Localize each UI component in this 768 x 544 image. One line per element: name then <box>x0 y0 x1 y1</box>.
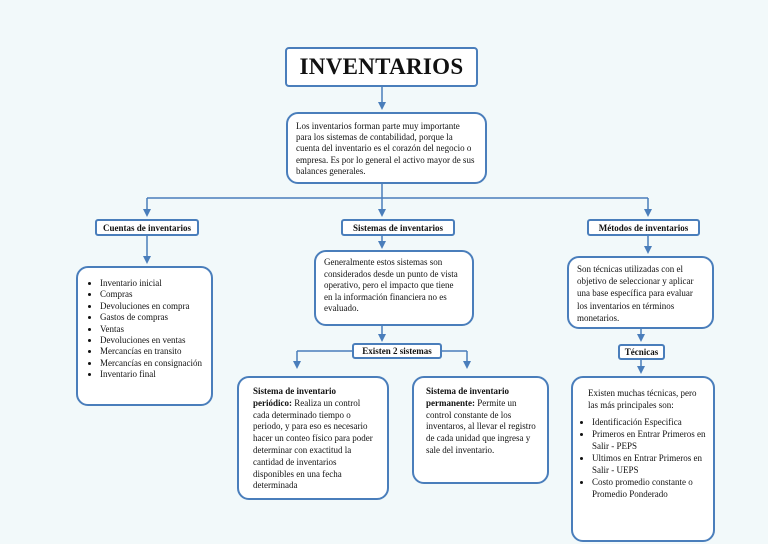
metodos-description: Son técnicas utilizadas con el objetivo … <box>577 264 694 323</box>
list-item: Mercancías en transito <box>100 346 205 357</box>
permanente-body: Permite un control constante de los inve… <box>426 397 536 455</box>
list-item: Devoluciones en compra <box>100 301 205 312</box>
list-item: Identificación Especifica <box>592 416 707 428</box>
list-item: Devoluciones en ventas <box>100 335 205 346</box>
intro-text: Los inventarios forman parte muy importa… <box>296 121 475 176</box>
list-item: Gastos de compras <box>100 312 205 323</box>
list-item: Ventas <box>100 324 205 335</box>
periodico-box: Sistema de inventario periódico: Realiza… <box>237 376 389 500</box>
tecnicas-intro: Existen muchas técnicas, pero las más pr… <box>588 388 697 411</box>
list-item: Ultimos en Entrar Primeros en Salir - UE… <box>592 452 707 476</box>
metodos-label: Métodos de inventarios <box>587 219 700 236</box>
title-box: INVENTARIOS <box>285 47 478 87</box>
permanente-text: Sistema de inventario permanente: Permit… <box>426 386 539 457</box>
metodos-description-box: Son técnicas utilizadas con el objetivo … <box>567 256 714 329</box>
tecnicas-list: Identificación EspecificaPrimeros en Ent… <box>580 416 707 500</box>
tecnicas-label: Técnicas <box>618 344 665 360</box>
periodico-text: Sistema de inventario periódico: Realiza… <box>253 386 377 492</box>
list-item: Costo promedio constante o Promedio Pond… <box>592 476 707 500</box>
cuentas-list: Inventario inicialComprasDevoluciones en… <box>88 278 205 381</box>
existen-label: Existen 2 sistemas <box>352 343 442 359</box>
list-item: Inventario inicial <box>100 278 205 289</box>
periodico-title: Sistema de inventario periódico: <box>253 386 336 408</box>
intro-box: Los inventarios forman parte muy importa… <box>286 112 487 184</box>
tecnicas-box: Existen muchas técnicas, pero las más pr… <box>571 376 715 542</box>
cuentas-list-box: Inventario inicialComprasDevoluciones en… <box>76 266 213 406</box>
page-title: INVENTARIOS <box>299 54 464 79</box>
sistemas-label: Sistemas de inventarios <box>341 219 455 236</box>
list-item: Mercancías en consignación <box>100 358 205 369</box>
sistemas-description-box: Generalmente estos sistemas son consider… <box>314 250 474 326</box>
list-item: Inventario final <box>100 369 205 380</box>
permanente-box: Sistema de inventario permanente: Permit… <box>412 376 549 484</box>
permanente-title: Sistema de inventario permanente: <box>426 386 509 408</box>
cuentas-label: Cuentas de inventarios <box>95 219 199 236</box>
sistemas-description: Generalmente estos sistemas son consider… <box>324 257 458 314</box>
periodico-body: Realiza un control cada determinado tiem… <box>253 397 373 491</box>
list-item: Primeros en Entrar Primeros en Salir - P… <box>592 428 707 452</box>
list-item: Compras <box>100 289 205 300</box>
